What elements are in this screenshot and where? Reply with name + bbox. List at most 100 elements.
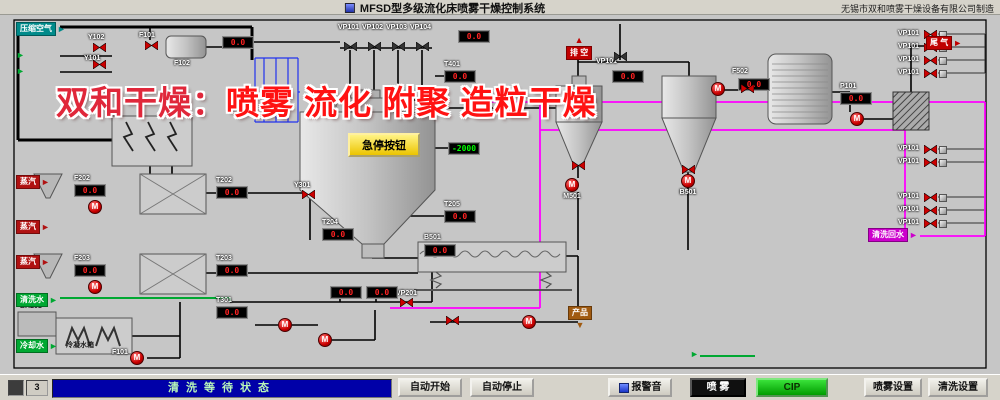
display-value: 0.0 [322, 228, 354, 241]
value-display: T301 0.0 [216, 297, 248, 319]
pump[interactable]: M [522, 315, 536, 329]
pump-icon: M [522, 315, 536, 329]
valve[interactable] [400, 298, 413, 307]
valve[interactable] [924, 206, 947, 215]
app-icon [344, 3, 355, 13]
value-display: 0.0 [366, 286, 398, 299]
pump[interactable]: M [88, 280, 102, 294]
valve-indicator-box [939, 219, 947, 228]
valve-icon [924, 145, 937, 154]
alarm-mute-button[interactable]: 报警音 [608, 378, 672, 397]
pump-icon: M [278, 318, 292, 332]
display-value: 0.0 [216, 306, 248, 319]
valve-indicator-box [939, 193, 947, 202]
water-pipes [60, 297, 755, 357]
equipment-label: VP201 [396, 290, 418, 297]
valve[interactable] [392, 42, 405, 51]
valve-indicator-box [939, 158, 947, 167]
spray-settings-button[interactable]: 喷雾设置 [864, 378, 922, 397]
display-tag-label: T301 [216, 297, 232, 304]
vessel-f102 [165, 35, 207, 59]
spray-button[interactable]: 喷 雾 [690, 378, 746, 397]
valve[interactable] [302, 190, 315, 199]
pump[interactable]: M [130, 351, 144, 365]
cyclone-2 [661, 75, 717, 119]
valve[interactable] [93, 43, 106, 52]
valve[interactable] [145, 41, 158, 50]
pump[interactable]: M [850, 112, 864, 126]
page-nav-icon[interactable] [8, 380, 24, 396]
page-indicator[interactable]: 3 [26, 380, 48, 396]
valve[interactable] [924, 145, 947, 154]
equipment-label: VP101 [898, 145, 920, 152]
valve[interactable] [368, 42, 381, 51]
valve[interactable] [446, 316, 459, 325]
heater-element-icons [122, 121, 178, 152]
condenser-tubes [772, 63, 828, 119]
display-value: 0.0 [330, 286, 362, 299]
value-display: 0.0 [458, 30, 490, 43]
pump-icon: M [850, 112, 864, 126]
page-title: MFSD型多级流化床喷雾干燥控制系统 [344, 0, 545, 16]
flow-arrow: 清洗水► [16, 293, 58, 307]
pump[interactable]: M [318, 333, 332, 347]
valve[interactable] [924, 69, 947, 78]
pump-label: M501 [563, 193, 581, 200]
equipment-label: VP101 [898, 219, 920, 226]
display-value: 0.0 [444, 210, 476, 223]
display-value: 0.0 [366, 286, 398, 299]
emergency-stop-button[interactable]: 急停按钮 [348, 133, 420, 157]
equipment-label: VP101 [898, 206, 920, 213]
air-filter-bank [111, 115, 193, 167]
clean-settings-button[interactable]: 清洗设置 [928, 378, 988, 397]
display-value: 0.0 [74, 184, 106, 197]
cip-button[interactable]: CIP [756, 378, 828, 397]
valve-icon [400, 298, 413, 307]
heat-exchanger-1-cross [139, 173, 207, 215]
valve-icon [392, 42, 405, 51]
cip-pipes [390, 101, 986, 309]
auto-stop-button[interactable]: 自动停止 [470, 378, 534, 397]
valve[interactable] [924, 193, 947, 202]
auto-start-button[interactable]: 自动开始 [398, 378, 462, 397]
pump[interactable]: M [711, 82, 725, 96]
flow-arrow: 压缩空气► [16, 22, 66, 36]
valve[interactable] [924, 158, 947, 167]
pump[interactable]: M [278, 318, 292, 332]
valve[interactable] [344, 42, 357, 51]
valve[interactable] [924, 56, 947, 65]
valve-icon [145, 41, 158, 50]
button-label: 喷雾设置 [873, 381, 913, 393]
alarm-sound-icon [618, 382, 629, 393]
valve-icon [924, 219, 937, 228]
valve[interactable] [682, 165, 695, 174]
display-value: 0.0 [222, 36, 254, 49]
valve[interactable] [416, 42, 429, 51]
button-label: CIP [783, 381, 801, 393]
flow-arrow-icon: ► [41, 256, 50, 267]
pump-icon: M [88, 200, 102, 214]
valve[interactable] [741, 84, 754, 93]
flow-arrow-icon: ► [690, 349, 699, 359]
value-display: -2000 [448, 142, 480, 155]
valve[interactable] [572, 161, 585, 170]
pump-icon: M [711, 82, 725, 96]
equipment-label: VP101 [898, 158, 920, 165]
valve-icon [614, 52, 627, 61]
valve-icon [368, 42, 381, 51]
equipment-label: F101 [139, 32, 155, 39]
flow-arrow: ► [690, 350, 699, 359]
valve[interactable] [614, 52, 627, 61]
display-value: 0.0 [216, 264, 248, 277]
valve[interactable] [93, 60, 106, 69]
pump-icon: M [681, 174, 695, 188]
fluid-bed-springs [429, 271, 553, 289]
valve[interactable] [924, 219, 947, 228]
pump[interactable]: M [88, 200, 102, 214]
valve-indicator-box [939, 206, 947, 215]
flow-arrow: ► [16, 67, 25, 76]
